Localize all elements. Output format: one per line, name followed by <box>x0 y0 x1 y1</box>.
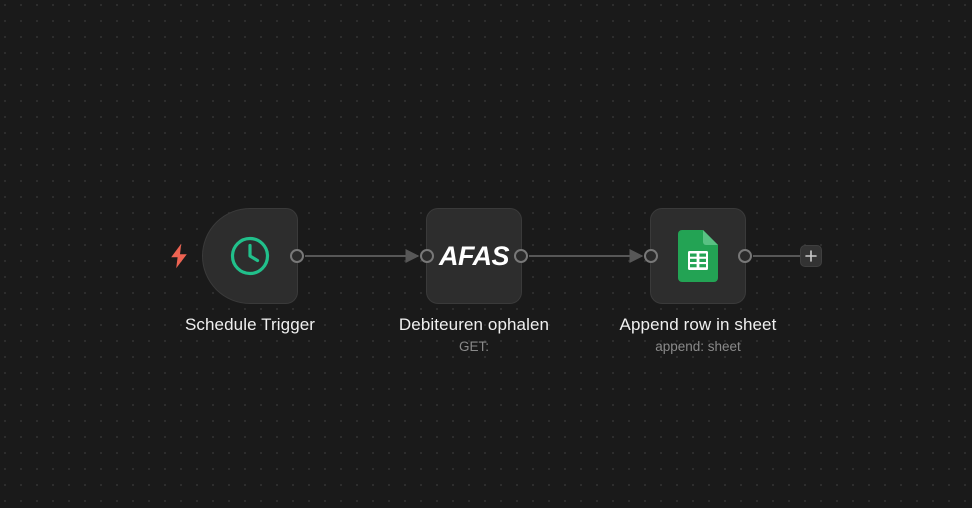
workflow-node-schedule-trigger[interactable]: Schedule Trigger <box>185 208 315 334</box>
google-sheets-icon <box>678 230 718 282</box>
clock-icon <box>228 234 272 278</box>
node-body[interactable] <box>202 208 304 304</box>
node-body[interactable] <box>644 208 752 304</box>
node-title: Debiteuren ophalen <box>398 315 550 334</box>
node-input-port[interactable] <box>420 249 434 263</box>
node-output-port[interactable] <box>514 249 528 263</box>
node-title: Schedule Trigger <box>184 315 316 334</box>
node-subtitle: GET: <box>458 339 490 354</box>
node-output-port[interactable] <box>290 249 304 263</box>
lightning-bolt-icon <box>168 243 190 269</box>
node-input-port[interactable] <box>644 249 658 263</box>
node-body[interactable]: AFAS <box>420 208 528 304</box>
add-node-button[interactable] <box>800 245 822 267</box>
workflow-node-append-row-in-sheet[interactable]: Append row in sheet append: sheet <box>620 208 776 354</box>
node-output-port[interactable] <box>738 249 752 263</box>
afas-logo-icon: AFAS <box>438 240 510 271</box>
node-title: Append row in sheet <box>619 315 777 334</box>
workflow-node-debiteuren-ophalen[interactable]: AFAS Debiteuren ophalen GET: <box>399 208 549 354</box>
node-subtitle: append: sheet <box>655 339 741 354</box>
plus-icon <box>805 250 817 262</box>
